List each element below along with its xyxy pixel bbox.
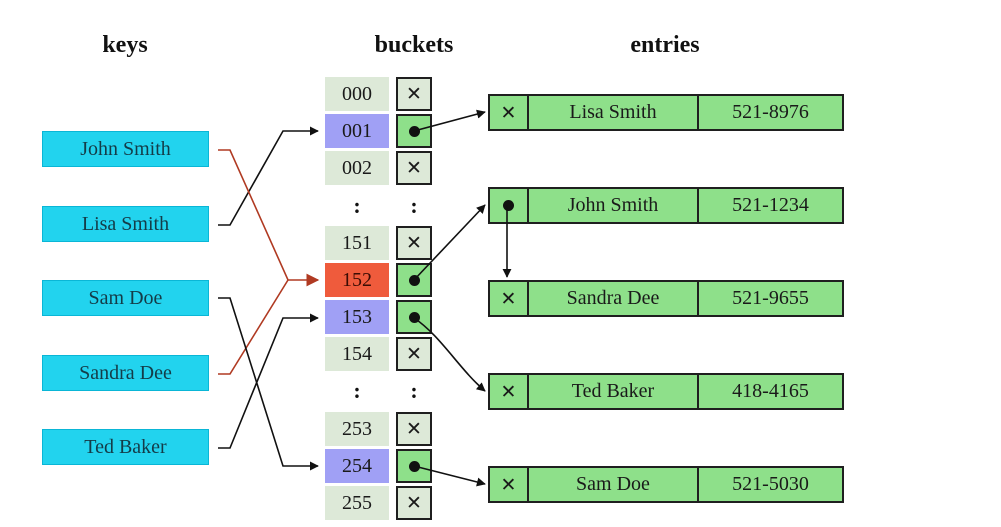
ellipsis-slot-upper: : xyxy=(410,193,418,218)
entry-phone: 521-1234 xyxy=(732,194,809,216)
key-lisa-smith: Lisa Smith xyxy=(42,206,209,242)
hash-arrow-john-smith-to-152 xyxy=(218,149,320,287)
pointer-dot-icon xyxy=(408,460,420,472)
entry-john-smith: John Smith 521-1234 xyxy=(488,187,844,224)
bucket-number-255: 255 xyxy=(325,486,389,520)
entry-name: John Smith xyxy=(529,189,699,222)
entry-name: Sandra Dee xyxy=(529,282,699,315)
entry-name: Lisa Smith xyxy=(529,96,699,129)
entry-phone: 521-9655 xyxy=(732,287,809,309)
pointer-dot-icon xyxy=(503,200,514,211)
entry-sandra-dee: ✕ Sandra Dee 521-9655 xyxy=(488,280,844,317)
buckets-heading: buckets xyxy=(374,32,454,58)
ellipsis-slot-lower: : xyxy=(410,378,418,403)
entry-sam-doe: ✕ Sam Doe 521-5030 xyxy=(488,466,844,503)
entry-phone: 521-5030 xyxy=(732,473,809,495)
ellipsis-number-lower: : xyxy=(353,378,361,403)
bucket-slot-152 xyxy=(396,263,432,297)
bucket-slot-153 xyxy=(396,300,432,334)
keys-heading: keys xyxy=(102,32,148,58)
bucket-number-253: 253 xyxy=(325,412,389,446)
bucket-slot-253: ✕ xyxy=(396,412,432,446)
entry-pointer-cell: ✕ xyxy=(490,375,529,408)
entry-ted-baker: ✕ Ted Baker 418-4165 xyxy=(488,373,844,410)
pointer-dot-icon xyxy=(408,311,420,323)
key-sandra-dee: Sandra Dee xyxy=(42,355,209,391)
hash-arrow-sam-doe-to-254 xyxy=(218,297,319,471)
key-sam-doe: Sam Doe xyxy=(42,280,209,316)
entry-pointer-cell xyxy=(490,189,529,222)
bucket-slot-255: ✕ xyxy=(396,486,432,520)
bucket-slot-151: ✕ xyxy=(396,226,432,260)
bucket-number-001: 001 xyxy=(325,114,389,148)
entry-name: Sam Doe xyxy=(529,468,699,501)
hash-arrow-lisa-smith-to-001 xyxy=(218,126,319,226)
entry-lisa-smith: ✕ Lisa Smith 521-8976 xyxy=(488,94,844,131)
key-ted-baker: Ted Baker xyxy=(42,429,209,465)
bucket-number-154: 154 xyxy=(325,337,389,371)
pointer-dot-icon xyxy=(408,125,420,137)
ellipsis-number-upper: : xyxy=(353,193,361,218)
bucket-slot-000: ✕ xyxy=(396,77,432,111)
bucket-number-152: 152 xyxy=(325,263,389,297)
bucket-number-000: 000 xyxy=(325,77,389,111)
key-john-smith: John Smith xyxy=(42,131,209,167)
entry-phone: 418-4165 xyxy=(732,380,809,402)
bucket-number-002: 002 xyxy=(325,151,389,185)
bucket-slot-254 xyxy=(396,449,432,483)
entry-pointer-cell: ✕ xyxy=(490,96,529,129)
bucket-number-151: 151 xyxy=(325,226,389,260)
bucket-slot-001 xyxy=(396,114,432,148)
hash-arrow-ted-baker-to-153 xyxy=(218,313,319,449)
entry-phone: 521-8976 xyxy=(732,101,809,123)
bucket-slot-154: ✕ xyxy=(396,337,432,371)
hash-arrow-sandra-dee-to-152 xyxy=(218,279,289,375)
entry-name: Ted Baker xyxy=(529,375,699,408)
entry-pointer-cell: ✕ xyxy=(490,468,529,501)
bucket-number-153: 153 xyxy=(325,300,389,334)
bucket-number-254: 254 xyxy=(325,449,389,483)
entry-pointer-cell: ✕ xyxy=(490,282,529,315)
entries-heading: entries xyxy=(630,32,700,58)
pointer-dot-icon xyxy=(408,274,420,286)
bucket-slot-002: ✕ xyxy=(396,151,432,185)
